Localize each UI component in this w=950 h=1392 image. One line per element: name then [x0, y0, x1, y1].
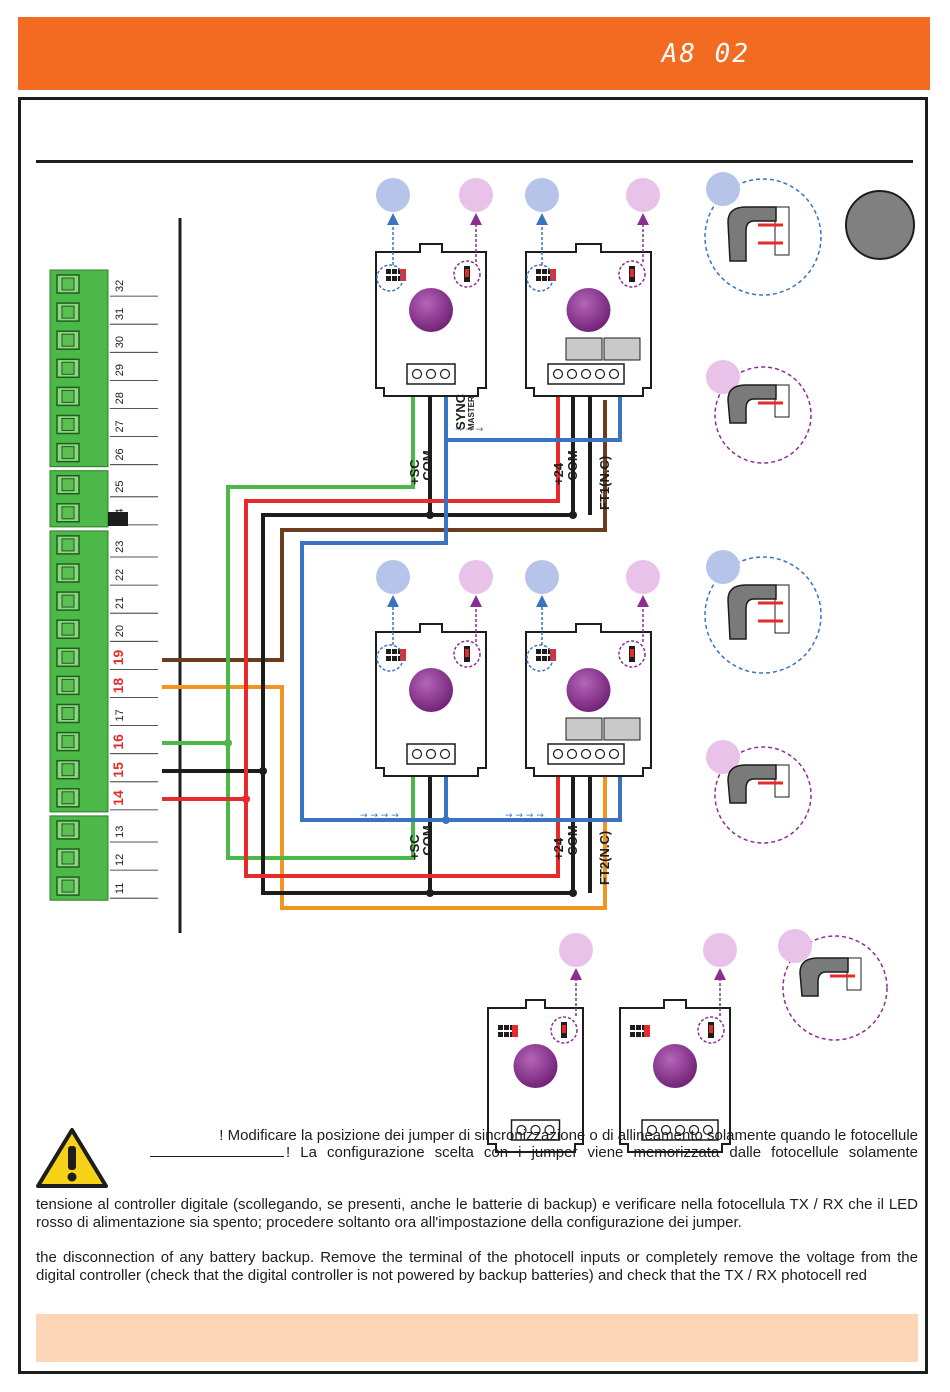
terminal-number: 20 — [114, 625, 126, 637]
photocell-board — [375, 243, 487, 397]
paragraph-italian: tensione al controller digitale (scolleg… — [36, 1196, 918, 1231]
wires — [162, 390, 622, 910]
terminal-number: 14 — [110, 790, 126, 806]
label-24-top: +24 — [551, 462, 566, 485]
reference-dot — [845, 190, 915, 260]
terminal-number: 17 — [114, 709, 126, 721]
photocell-board — [619, 999, 731, 1153]
photocell-boards: → → → → → → → → → → → — [360, 178, 737, 1153]
photocell-board — [525, 243, 652, 397]
warning-line-1: ! Modificare la posizione dei jumper di … — [219, 1127, 918, 1144]
indicator-bubble — [459, 178, 493, 212]
indicator-bubble — [703, 933, 737, 967]
content-frame — [18, 97, 928, 1374]
title-rule — [36, 160, 913, 163]
terminal-number: 12 — [114, 854, 126, 866]
terminal-number: 32 — [114, 280, 126, 292]
label-sc-bot: +SC — [407, 834, 422, 860]
terminal-number: 16 — [110, 734, 126, 750]
red-wire-top — [162, 390, 560, 801]
terminal-block: 3231302928272625242322212019181716151413… — [49, 269, 158, 901]
photocell-board — [487, 999, 584, 1153]
indicator-bubble — [559, 933, 593, 967]
terminal-number: 22 — [114, 569, 126, 581]
label-24-bot: +24 — [551, 837, 566, 860]
red-wire-bottom — [244, 770, 560, 878]
warning-icon — [36, 1128, 108, 1188]
blue-sync-top — [444, 390, 622, 442]
label-sync: SYNC — [453, 393, 468, 430]
jumper-detail — [704, 178, 822, 296]
terminal-number: 29 — [114, 364, 126, 376]
indicator-bubble — [376, 178, 410, 212]
svg-text:→ → → →: → → → → — [505, 811, 544, 821]
jumper-details — [704, 172, 888, 1041]
terminal-number: 26 — [114, 448, 126, 460]
label-master: MASTER — [467, 396, 476, 430]
terminal-number: 30 — [114, 336, 126, 348]
indicator-bubble — [459, 560, 493, 594]
terminal-number: 13 — [114, 826, 126, 838]
warning-line-2-text: ! La configurazione scelta con i jumper … — [286, 1144, 918, 1161]
terminal-number: 18 — [110, 678, 126, 694]
terminal-number: 15 — [110, 762, 126, 778]
blue-sync-loop — [300, 440, 622, 822]
orange-wire — [162, 685, 607, 910]
jumper-detail — [704, 556, 822, 674]
photocell-board — [375, 623, 487, 777]
label-com-top2: -COM — [565, 450, 580, 485]
terminal-number: 23 — [114, 541, 126, 553]
terminal-number: 11 — [114, 883, 126, 894]
paragraph-english: the disconnection of any battery backup.… — [36, 1249, 918, 1284]
junctions — [224, 511, 577, 897]
black-wire-top — [162, 390, 575, 773]
indicator-bubble — [525, 560, 559, 594]
label-ft2: FT2(N.C) — [597, 831, 612, 885]
indicator-bubble — [525, 178, 559, 212]
terminal-number: 19 — [110, 650, 126, 666]
terminal-number: 25 — [114, 480, 126, 492]
brown-wire — [162, 400, 607, 662]
indicator-bubble — [626, 178, 660, 212]
footer-bar — [36, 1314, 918, 1362]
indicator-bubble — [376, 560, 410, 594]
terminal-number: 31 — [114, 308, 126, 320]
black-wire-bottom — [261, 770, 575, 895]
label-com-bot: -COM — [420, 825, 435, 860]
warning-line-2: ! La configurazione scelta con i jumper … — [150, 1144, 918, 1162]
label-sc-top: +SC — [407, 459, 422, 485]
terminal-number: 27 — [114, 420, 126, 432]
photocell-board — [525, 623, 652, 777]
terminal-number: 21 — [114, 597, 126, 609]
green-wire-top — [162, 390, 415, 745]
svg-text:→ → → →: → → → → — [360, 811, 399, 821]
indicator-bubble — [626, 560, 660, 594]
label-com-bot2: -COM — [565, 825, 580, 860]
terminal-number: 28 — [114, 392, 126, 404]
label-com-top: -COM — [420, 450, 435, 485]
label-ft1: FT1(N.C) — [597, 456, 612, 510]
svg-text:→ → →: → → → — [455, 425, 484, 435]
header-bar: A8 02 — [18, 17, 930, 90]
page-code: A8 02 — [661, 39, 750, 69]
